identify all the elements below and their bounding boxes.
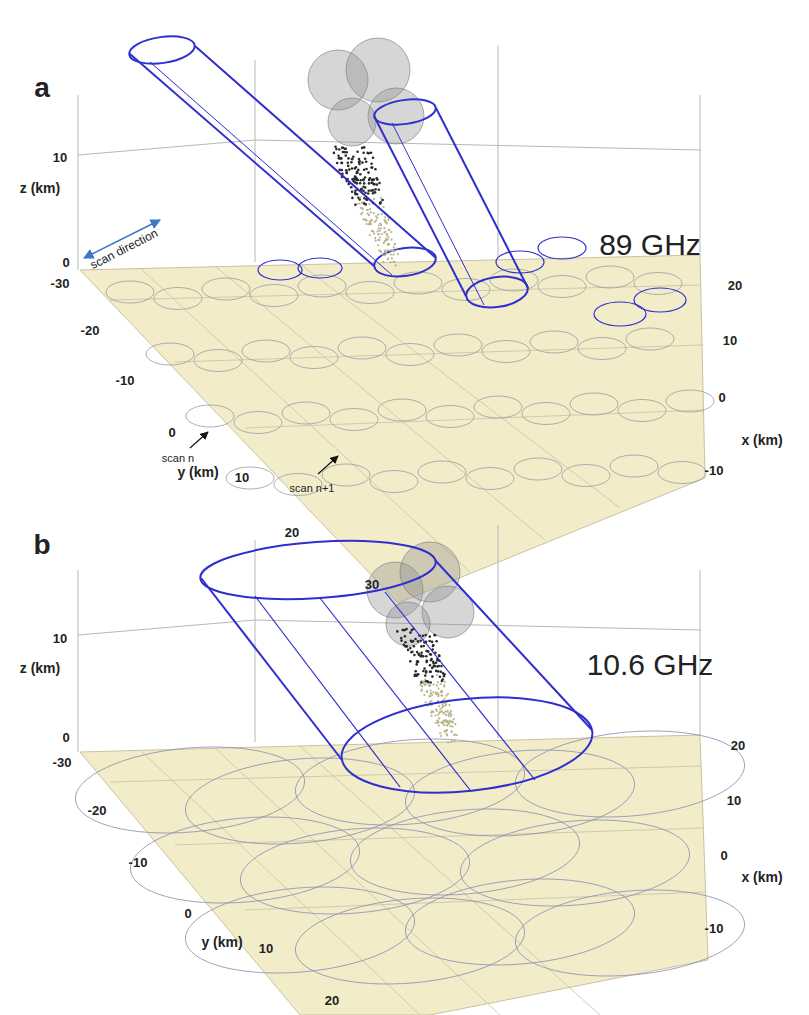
axis-title: y (km) [177,465,218,479]
tick-label: 10 [53,632,67,645]
direction-note: scan direction [88,227,159,271]
tick-label: 0 [168,426,175,439]
tick-label: 0 [184,907,191,920]
tick-label: -20 [88,804,107,817]
scan-note: scan n+1 [290,483,335,494]
tick-label: -30 [51,277,70,290]
tick-label: 10 [259,942,273,955]
frequency-label: 89 GHz [599,230,701,260]
tick-label: -30 [53,756,72,769]
tick-label: -10 [705,464,724,477]
axis-title: x (km) [741,870,782,884]
scan-note: scan n [162,453,194,464]
panel-letter: a [34,74,50,102]
panel-letter: b [33,531,50,559]
tick-label: -10 [116,374,135,387]
axis-title: z (km) [20,181,60,195]
tick-label: 10 [723,334,737,347]
tick-label: 0 [62,256,69,269]
tick-label: 10 [727,794,741,807]
tick-label: 0 [62,731,69,744]
tick-label: 10 [53,151,67,164]
tick-label: 0 [718,391,725,404]
tick-label: -10 [129,856,148,869]
tick-label: 30 [365,578,379,591]
tick-label: 0 [720,849,727,862]
tick-label: 10 [235,471,249,484]
axis-title: z (km) [20,661,60,675]
tick-label: 20 [731,739,745,752]
tick-label: 20 [728,279,742,292]
frequency-label: 10.6 GHz [587,650,714,680]
tick-label: 20 [325,994,339,1007]
tick-label: -10 [705,922,724,935]
tick-label: -20 [81,324,100,337]
tick-label: 20 [285,526,299,539]
axis-title: x (km) [741,433,782,447]
axis-title: y (km) [201,935,242,949]
